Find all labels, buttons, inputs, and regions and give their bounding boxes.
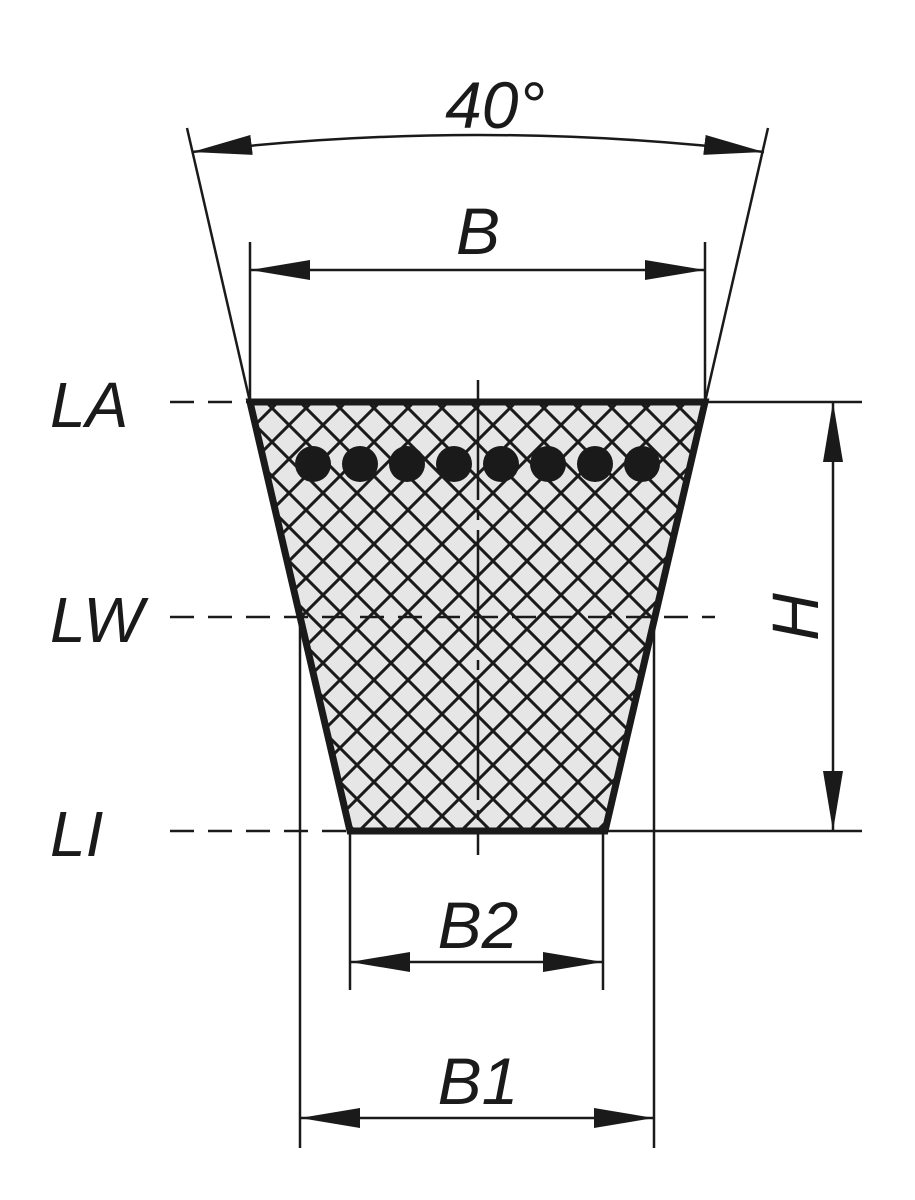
- angle-flank-left: [185, 127, 252, 403]
- tension-cord: [483, 446, 519, 482]
- tension-cord: [295, 446, 331, 482]
- tension-cord: [530, 446, 566, 482]
- inner-level-label: LI: [50, 798, 104, 870]
- tension-cord: [389, 446, 425, 482]
- bottom-width-dimension: B2: [348, 831, 605, 990]
- outer-level-label: LA: [50, 369, 128, 441]
- tension-cords: [295, 446, 660, 482]
- angle-dimension: 40°: [185, 68, 770, 403]
- height-label: H: [758, 593, 832, 641]
- tension-cord: [624, 446, 660, 482]
- bottom-width-label: B2: [438, 888, 519, 962]
- angle-arc: [191, 133, 765, 155]
- tension-cord: [436, 446, 472, 482]
- height-dimension: H: [758, 402, 843, 831]
- level-lines: [170, 400, 862, 833]
- angle-flank-right: [703, 127, 770, 403]
- tension-cord: [577, 446, 613, 482]
- tension-cord: [342, 446, 378, 482]
- pitch-level-label: LW: [50, 584, 149, 656]
- pitch-width-dimension: B1: [298, 617, 656, 1148]
- angle-label: 40°: [445, 68, 545, 142]
- top-width-dimension: B: [248, 194, 707, 402]
- top-width-label: B: [456, 194, 500, 268]
- pitch-width-label: B1: [438, 1044, 519, 1118]
